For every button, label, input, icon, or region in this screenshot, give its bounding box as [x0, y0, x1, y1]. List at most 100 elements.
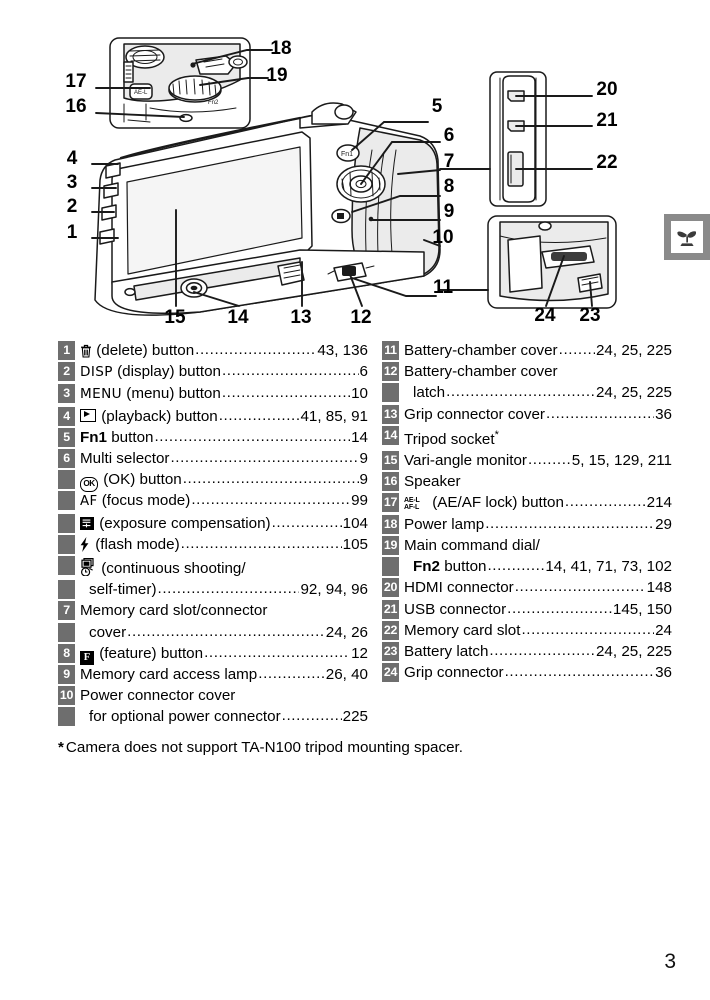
leader-dots: ........................................… — [154, 427, 351, 445]
legend-badge-spacer — [382, 383, 399, 403]
section-thumb-tab — [664, 214, 710, 260]
leader-dots: ........................................… — [485, 514, 654, 532]
page-reference[interactable]: 24, 25, 225 — [595, 642, 672, 660]
callout-number: 9 — [444, 201, 455, 222]
leader-dots: ........................................… — [527, 451, 571, 469]
disp-icon: DISP — [80, 364, 113, 381]
legend-entry-body: HDMI connector..........................… — [404, 577, 672, 598]
legend-entry-body: USB connector...........................… — [404, 599, 672, 620]
legend-label: Memory card access lamp — [80, 666, 258, 684]
page-reference[interactable]: 145, 150 — [612, 600, 672, 618]
legend-entry-body: Power connector cover — [80, 685, 368, 706]
legend-badge: 2 — [58, 362, 75, 382]
legend-badge: 17 — [382, 493, 399, 513]
page-reference[interactable]: 105 — [342, 535, 368, 553]
legend-badge: 23 — [382, 641, 399, 661]
legend-label: DISP (display) button — [80, 361, 221, 383]
page-reference[interactable]: 41, 85, 91 — [300, 407, 368, 425]
legend-badge: 10 — [58, 686, 75, 706]
legend-entry-body: Memory card access lamp ................… — [80, 664, 368, 685]
leader-dots: ........................................… — [487, 557, 544, 575]
page-reference[interactable]: 14, 41, 71, 73, 102 — [545, 558, 672, 576]
page-reference[interactable]: 29 — [655, 515, 672, 533]
page-reference[interactable]: 36 — [655, 664, 672, 682]
leader-dots: ........................................… — [258, 665, 325, 683]
legend-label: for optional power connector — [89, 708, 281, 726]
page-reference[interactable]: 36 — [655, 405, 672, 423]
flash-mode-icon — [80, 535, 89, 556]
page-reference[interactable]: 9 — [359, 450, 368, 468]
callout-number: 1 — [67, 222, 78, 243]
legend-badge-spacer — [382, 557, 399, 577]
legend-badge: 1 — [58, 341, 75, 360]
page-reference[interactable]: 24, 25, 225 — [595, 384, 672, 402]
ok-button-icon: OK — [80, 477, 98, 493]
legend-badge: 3 — [58, 384, 75, 404]
legend-entry-body: Fn1 button .............................… — [80, 427, 368, 448]
page-reference[interactable]: 225 — [342, 708, 368, 726]
page-reference[interactable]: 24 — [655, 621, 672, 639]
page-reference[interactable]: 99 — [351, 492, 368, 510]
callout-number: 22 — [596, 152, 617, 173]
page-reference[interactable]: 148 — [646, 579, 672, 597]
legend-badge: 11 — [382, 341, 399, 360]
page-reference[interactable]: 24, 26 — [325, 623, 368, 641]
legend-entry-body: (exposure compensation).................… — [80, 513, 368, 534]
legend-entry-body: (playback) button ......................… — [80, 406, 368, 427]
page-reference[interactable]: 14 — [351, 428, 368, 446]
leader-dots: ........................................… — [218, 406, 300, 424]
page-reference[interactable]: 24, 25, 225 — [595, 342, 672, 359]
legend-entry-body: (continuous shooting/ — [80, 555, 368, 579]
legend-badge-spacer — [58, 556, 75, 576]
page-reference[interactable]: 26, 40 — [325, 666, 368, 684]
callout-number: 11 — [433, 277, 454, 298]
legend-entry: latch...................................… — [382, 382, 672, 403]
legend-label: Battery-chamber cover — [404, 363, 558, 381]
legend-label: (continuous shooting/ — [80, 555, 246, 579]
page-reference[interactable]: 12 — [351, 644, 368, 662]
leader-dots: ........................................… — [127, 622, 325, 640]
page-reference[interactable]: 5, 15, 129, 211 — [571, 452, 672, 470]
legend-badge: 14 — [382, 425, 399, 445]
legend-badge: 21 — [382, 599, 399, 619]
legend-entry: 4 (playback) button ....................… — [58, 406, 368, 427]
page-reference[interactable]: 9 — [359, 471, 368, 489]
inset-battery-panel — [439, 215, 617, 309]
page-reference[interactable]: 10 — [351, 385, 368, 403]
page-reference[interactable]: 214 — [646, 494, 672, 512]
leader-dots: ........................................… — [514, 578, 646, 596]
leader-dots: ........................................… — [191, 491, 351, 509]
leader-dots: ........................................… — [446, 383, 595, 401]
leader-dots: ........................................… — [281, 707, 342, 725]
inset-connector-panel — [439, 71, 593, 207]
fn1-label: Fn1 — [80, 428, 108, 446]
playback-icon — [80, 408, 96, 422]
legend-badge: 8 — [58, 643, 75, 663]
legend-entry-body: for optional power connector ...........… — [80, 706, 368, 727]
legend-entry-body: Memory card slot........................… — [404, 620, 672, 641]
legend-entry-body: self-timer).............................… — [80, 579, 368, 600]
inset-top-panel: AE-L Fn2 — [95, 37, 273, 129]
leader-dots: ........................................… — [195, 341, 316, 358]
callout-number: 6 — [444, 125, 455, 146]
page-reference[interactable]: 6 — [359, 363, 368, 381]
callout-number: 14 — [227, 307, 249, 328]
page-reference[interactable]: 92, 94, 96 — [300, 581, 368, 599]
page-reference[interactable]: 104 — [342, 514, 368, 532]
legend-entry: self-timer).............................… — [58, 579, 368, 600]
callout-number: 17 — [65, 71, 86, 92]
legend-label: USB connector — [404, 600, 507, 618]
page-reference[interactable]: 43, 136 — [317, 342, 368, 359]
legend-entry-body: (delete) button.........................… — [80, 340, 368, 361]
leader-dots: ........................................… — [271, 513, 342, 531]
